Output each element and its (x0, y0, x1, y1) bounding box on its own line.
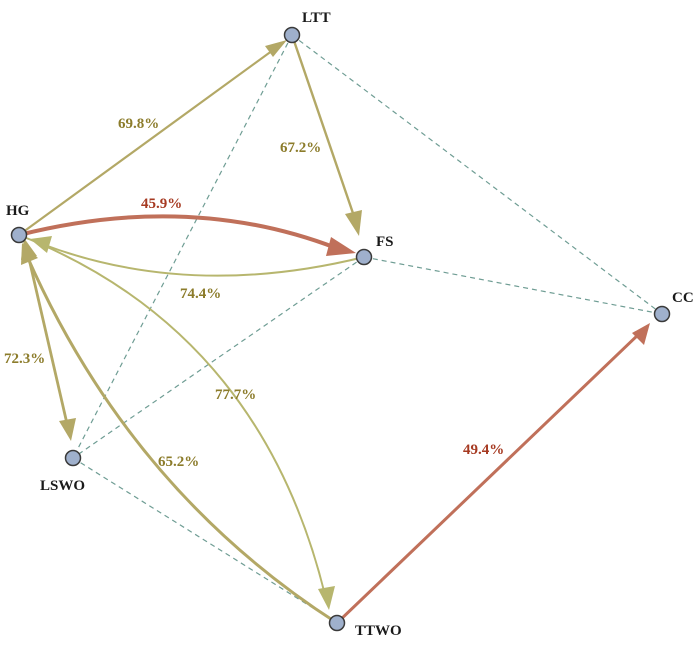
edge-hg-fs (18, 214, 337, 250)
label-hg-lswo: 72.3% (4, 351, 45, 367)
edge-fs-hg (41, 243, 365, 277)
edge-ttwo-hg (25, 255, 338, 625)
arrowhead-ltt-fs (345, 210, 362, 236)
label-ttwo-hg: 65.2% (158, 454, 199, 470)
edge-ltt-lswo (72, 34, 293, 459)
node-ltt[interactable]: LTT (283, 10, 331, 44)
edge-ltt-cc (291, 34, 663, 315)
arrowhead-hg-ttwo (318, 586, 335, 610)
edge-hg-ttwo (18, 234, 326, 596)
node-label-ttwo: TTWO (355, 623, 402, 639)
node-label-fs: FS (376, 234, 394, 250)
arrowhead-hg-ltt (265, 40, 287, 57)
edge-fs-cc (363, 256, 663, 315)
label-ltt-fs: 67.2% (280, 140, 321, 156)
label-ttwo-cc: 49.4% (463, 442, 504, 458)
label-fs-hg: 74.4% (180, 286, 221, 302)
node-label-lswo: LSWO (40, 478, 85, 494)
node-label-hg: HG (6, 203, 30, 219)
directed-edges (18, 34, 650, 625)
edge-ttwo-cc (335, 331, 642, 625)
edge-fs-lswo (72, 256, 365, 459)
node-ttwo[interactable]: TTWO (328, 614, 402, 640)
edge-ltt-fs (290, 34, 358, 223)
dashed-edges (72, 34, 663, 624)
node-lswo[interactable]: LSWO (40, 449, 85, 495)
arrowhead-hg-lswo-bottom (59, 418, 76, 441)
node-label-ltt: LTT (302, 10, 331, 26)
arrowhead-ttwo-hg (21, 243, 38, 265)
edge-labels: 69.8% 67.2% 45.9% 74.4% 72.3% 77.7% 65.2… (4, 116, 504, 470)
edge-hg-ltt (18, 44, 281, 236)
edge-lswo-ttwo (72, 457, 338, 624)
label-hg-fs: 45.9% (141, 196, 182, 212)
node-label-cc: CC (672, 290, 694, 306)
node-hg[interactable]: HG (6, 203, 30, 244)
edge-hg-lswo (25, 249, 70, 429)
label-hg-ttwo: 77.7% (215, 387, 256, 403)
label-hg-ltt: 69.8% (118, 116, 159, 132)
node-fs[interactable]: FS (355, 234, 394, 266)
node-cc[interactable]: CC (653, 290, 694, 323)
arrowhead-hg-fs (326, 237, 356, 256)
arrowhead-ttwo-cc (632, 323, 650, 345)
nodes: LTT HG FS CC LSWO TTWO (6, 10, 694, 639)
